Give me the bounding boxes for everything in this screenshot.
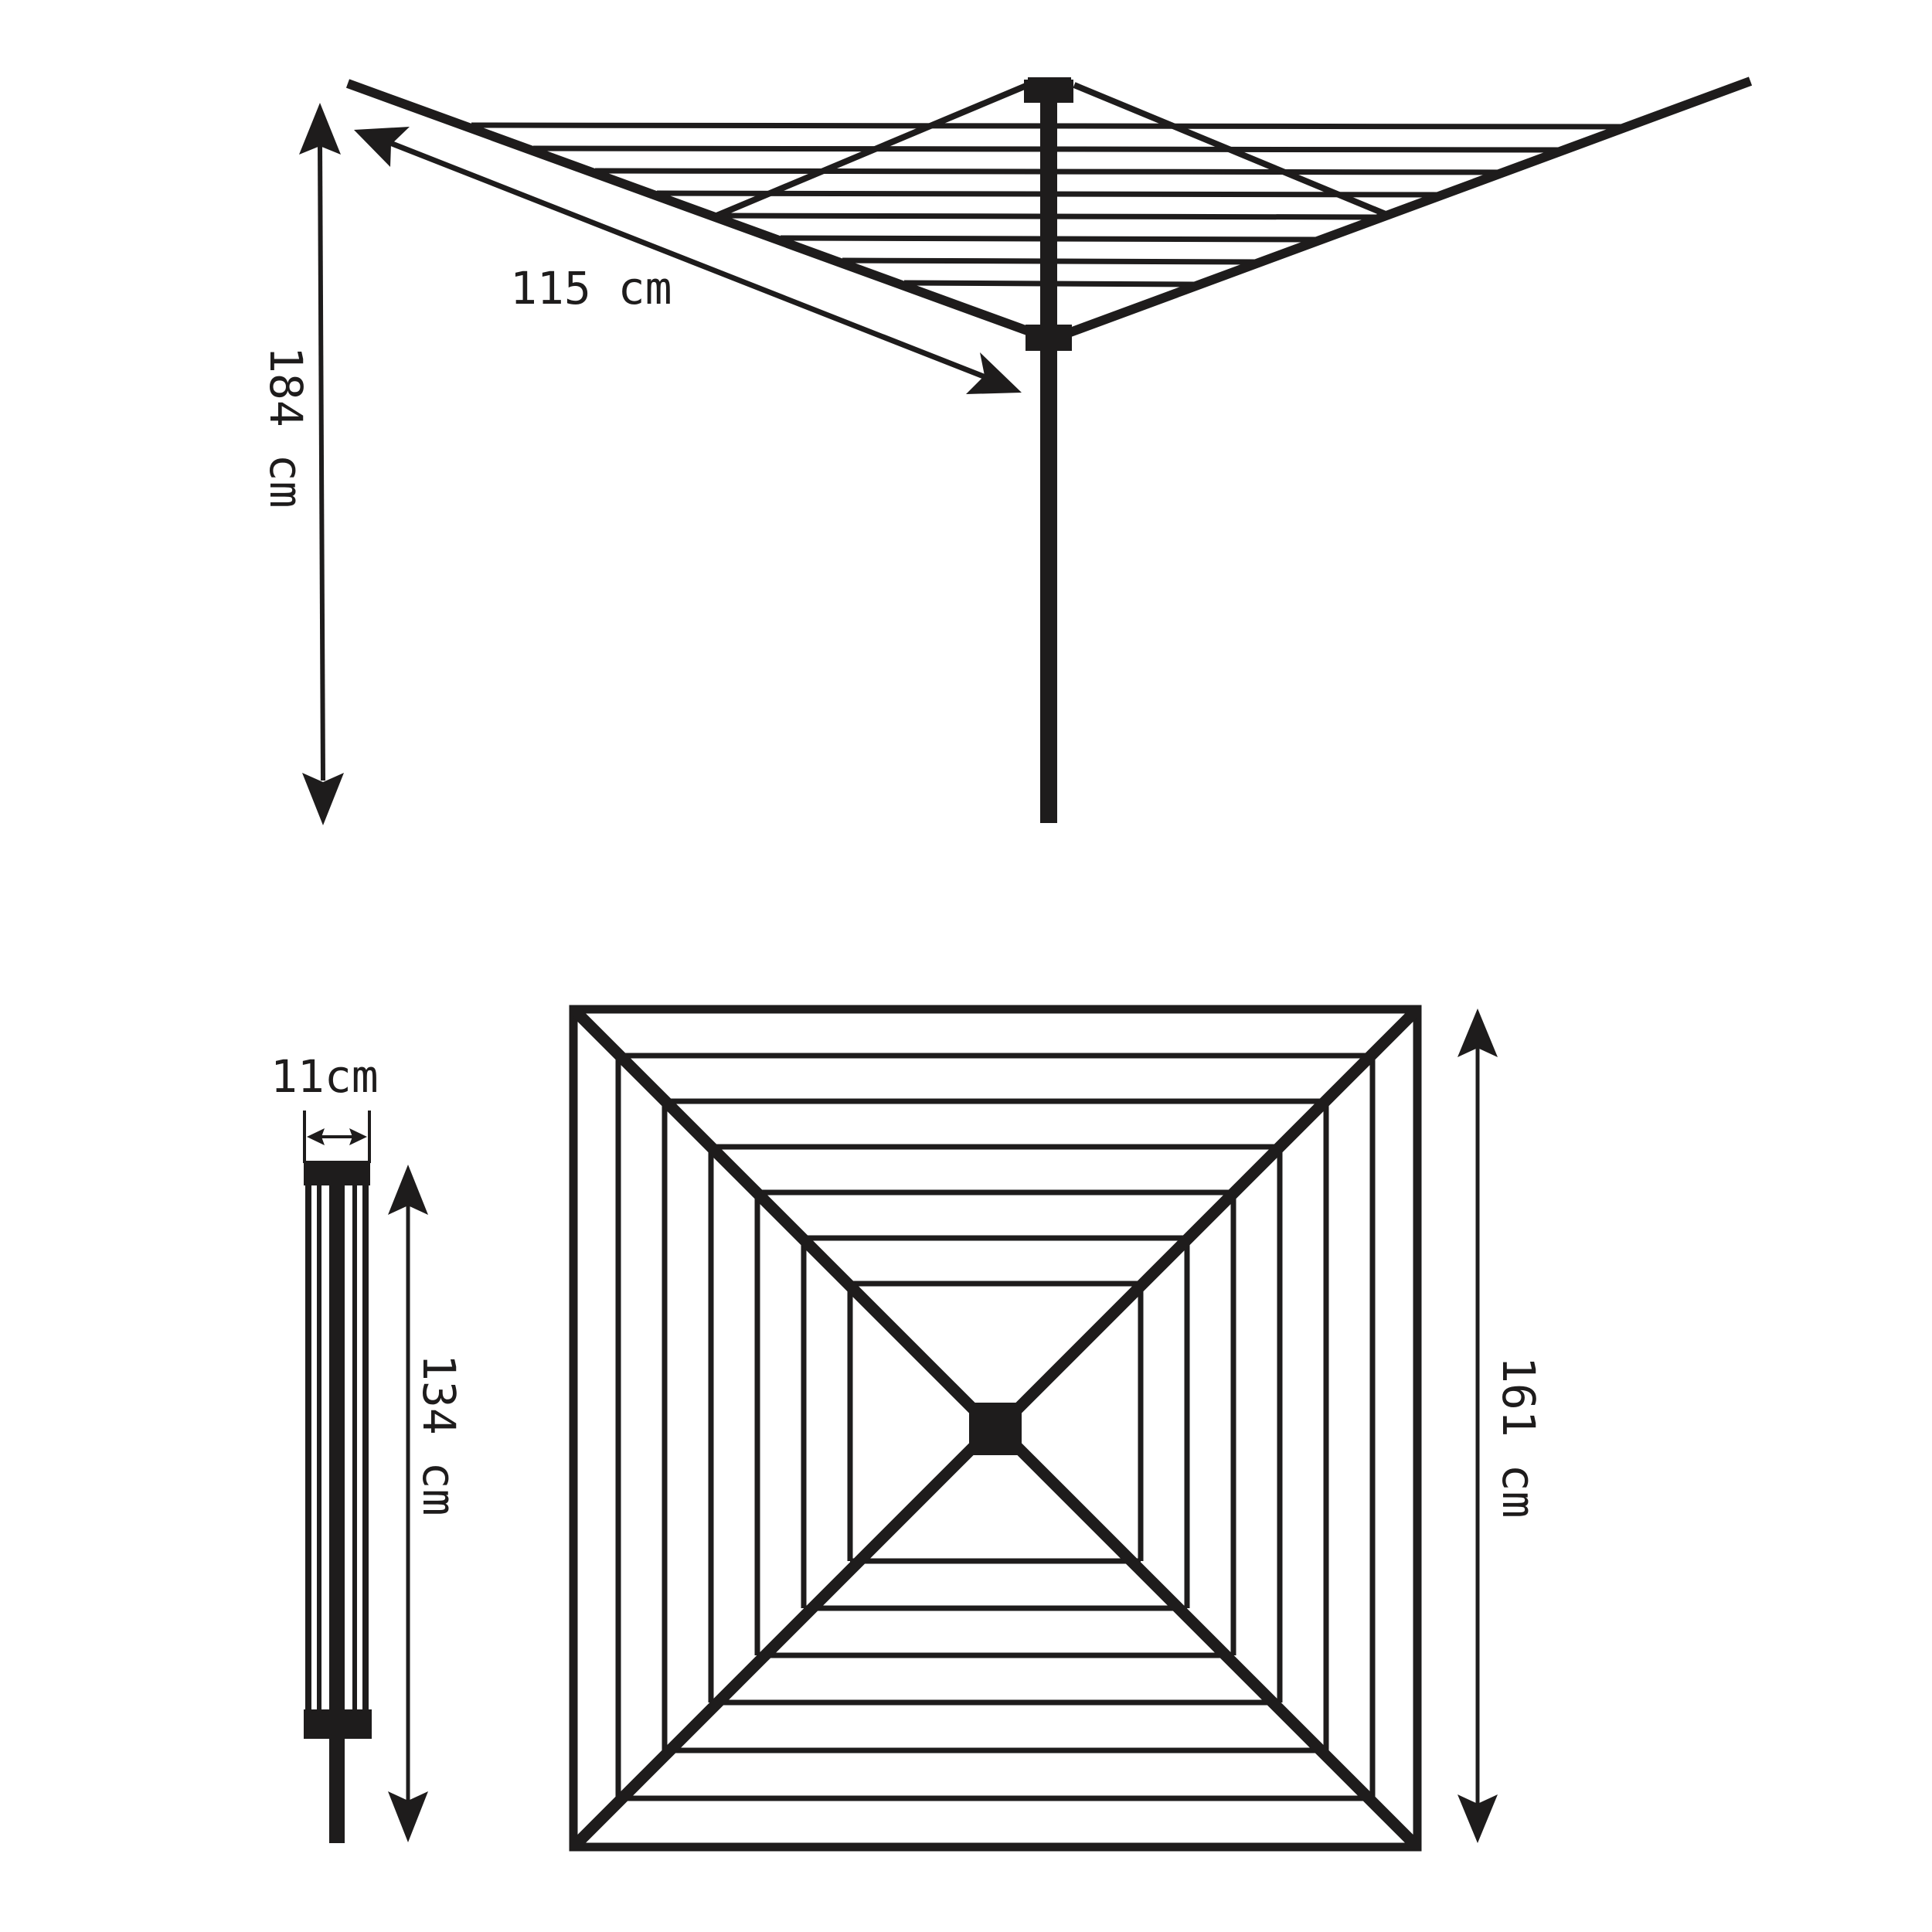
arrowhead-down-icon — [388, 1791, 428, 1842]
folded-length-dimension: 134 cm — [388, 1165, 465, 1842]
hub-cap-top — [1028, 77, 1071, 82]
arm-top-right — [1006, 1009, 1418, 1420]
perspective-view — [345, 77, 1753, 823]
total-height-label: 184 cm — [260, 346, 312, 509]
arrowhead-down-icon — [1458, 1794, 1498, 1843]
arm-bottom-right — [1006, 1436, 1418, 1848]
folded-right-inner-line — [352, 1182, 357, 1716]
bottom-hub — [1026, 325, 1072, 351]
front-left-arm — [345, 79, 1034, 337]
perspective-arms — [345, 77, 1753, 337]
arrowhead-upper-left-icon — [354, 127, 410, 167]
arrowhead-lower-right-icon — [966, 352, 1022, 394]
concentric-lines — [615, 1053, 1376, 1801]
diagonal-arms — [573, 1009, 1418, 1848]
arrowhead-down-icon — [302, 773, 344, 825]
center-hub — [969, 1403, 1022, 1455]
arrowhead-up-icon — [299, 103, 341, 155]
folded-width-dimension: 11cm — [270, 1050, 379, 1163]
line-span-label: 161 cm — [1492, 1356, 1545, 1519]
folded-side-view — [304, 1161, 372, 1843]
arrowhead-left-icon — [307, 1128, 325, 1145]
folded-right-outer-line — [362, 1182, 369, 1716]
folded-left-inner-line — [317, 1182, 321, 1716]
top-hub — [1024, 80, 1073, 103]
back-right-arm — [1073, 82, 1393, 219]
outer-line-frame — [569, 1005, 1422, 1852]
folded-pole — [329, 1182, 345, 1843]
folded-width-label: 11cm — [270, 1050, 379, 1103]
arrowhead-up-icon — [1458, 1009, 1498, 1057]
arm-top-left — [573, 1009, 985, 1420]
folded-top-cap — [304, 1161, 370, 1185]
total-height-dimension: 184 cm — [260, 103, 344, 825]
folded-left-outer-line — [305, 1182, 311, 1716]
folded-length-label: 134 cm — [413, 1354, 465, 1516]
center-pole — [1040, 93, 1057, 823]
arm-length-dimension: 115 cm — [354, 127, 1022, 394]
folded-bottom-cap — [304, 1709, 372, 1739]
top-view — [569, 1005, 1422, 1852]
line-span-dimension: 161 cm — [1458, 1009, 1545, 1843]
arm-length-label: 115 cm — [510, 262, 672, 315]
front-right-arm — [1068, 77, 1753, 337]
arrowhead-right-icon — [349, 1128, 367, 1145]
arm-bottom-left — [573, 1436, 985, 1848]
arrowhead-up-icon — [388, 1165, 428, 1215]
back-left-arm — [713, 82, 1029, 219]
